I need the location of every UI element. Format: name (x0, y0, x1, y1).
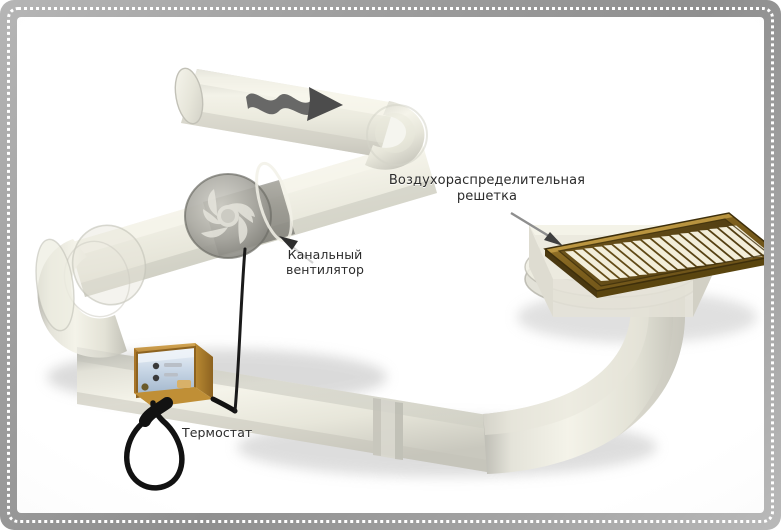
inline-duct-fan (184, 161, 295, 259)
thermostat-controls (141, 362, 191, 391)
duct-system-illustration (35, 67, 764, 491)
airflow-arrow (246, 87, 343, 121)
thermostat-cable (124, 396, 238, 491)
callout-leader-fan (279, 236, 314, 264)
callout-label-fan: Канальный вентилятор (285, 247, 364, 277)
air-distribution-grille (543, 212, 764, 298)
callout-label-grille: Воздухораспределительная решетка (388, 173, 586, 204)
fan-sensor-lead (233, 247, 247, 413)
fan-impeller (201, 189, 255, 244)
grille-slats (565, 225, 764, 281)
duct-top-run (174, 67, 395, 157)
diagram-canvas: Воздухораспределительная решетка Канальн… (17, 17, 764, 513)
duct-bend-top-right (365, 101, 428, 170)
callout-leader-grille (510, 211, 563, 246)
duct-bend-left (35, 224, 147, 358)
callout-label-thermostat: Термостат (182, 425, 253, 440)
thermostat (134, 343, 213, 407)
